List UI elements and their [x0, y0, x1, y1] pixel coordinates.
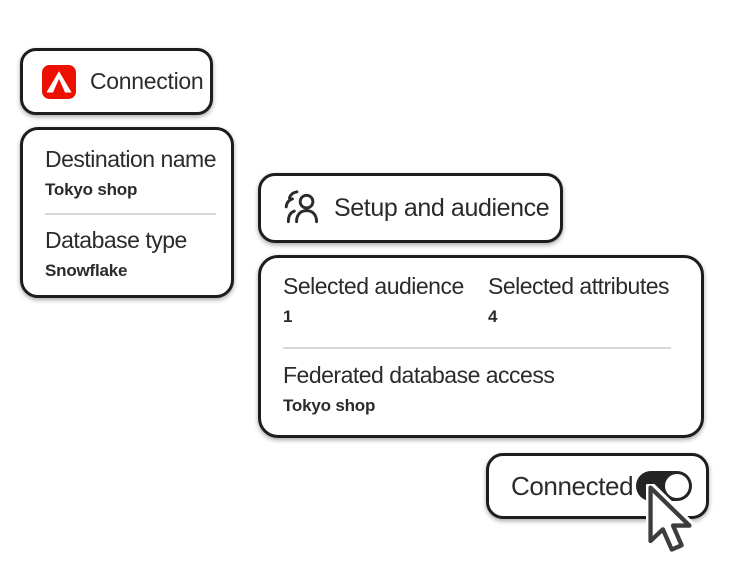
federated-access-field: Federated database access Tokyo shop — [283, 361, 671, 416]
destination-name-field: Destination name Tokyo shop — [45, 146, 217, 200]
setup-title: Setup and audience — [334, 193, 550, 222]
status-label: Connected — [511, 470, 634, 501]
database-type-field: Database type Snowflake — [45, 226, 216, 281]
field-label: Federated database access — [283, 361, 555, 388]
field-label: Database type — [45, 226, 187, 253]
field-value: Tokyo shop — [283, 395, 376, 415]
field-value: Tokyo shop — [45, 179, 138, 199]
divider — [45, 212, 216, 215]
field-label: Destination name — [45, 146, 217, 172]
setup-details-card: Selected audience 1 Selected attributes … — [258, 255, 704, 438]
setup-step-card[interactable]: Setup and audience — [258, 173, 563, 243]
field-value: Snowflake — [45, 260, 128, 280]
connection-details-card: Destination name Tokyo shop Database typ… — [20, 127, 234, 298]
stats-row: Selected audience 1 Selected attributes … — [283, 273, 671, 327]
stat-label: Selected attributes — [488, 273, 670, 299]
stat-value: 4 — [488, 306, 498, 326]
divider — [283, 346, 671, 349]
stat-label: Selected audience — [283, 273, 464, 299]
connected-toggle[interactable] — [636, 471, 692, 501]
adobe-logo-icon — [42, 64, 76, 99]
toggle-knob[interactable] — [665, 474, 689, 498]
connection-step-card[interactable]: Connection — [20, 48, 213, 115]
selected-attributes-stat: Selected attributes 4 — [488, 273, 670, 327]
connection-status-card: Connected — [486, 453, 709, 519]
selected-audience-stat: Selected audience 1 — [283, 273, 488, 327]
connection-title: Connection — [90, 68, 204, 94]
audience-icon — [282, 188, 322, 228]
stat-value: 1 — [283, 306, 293, 326]
